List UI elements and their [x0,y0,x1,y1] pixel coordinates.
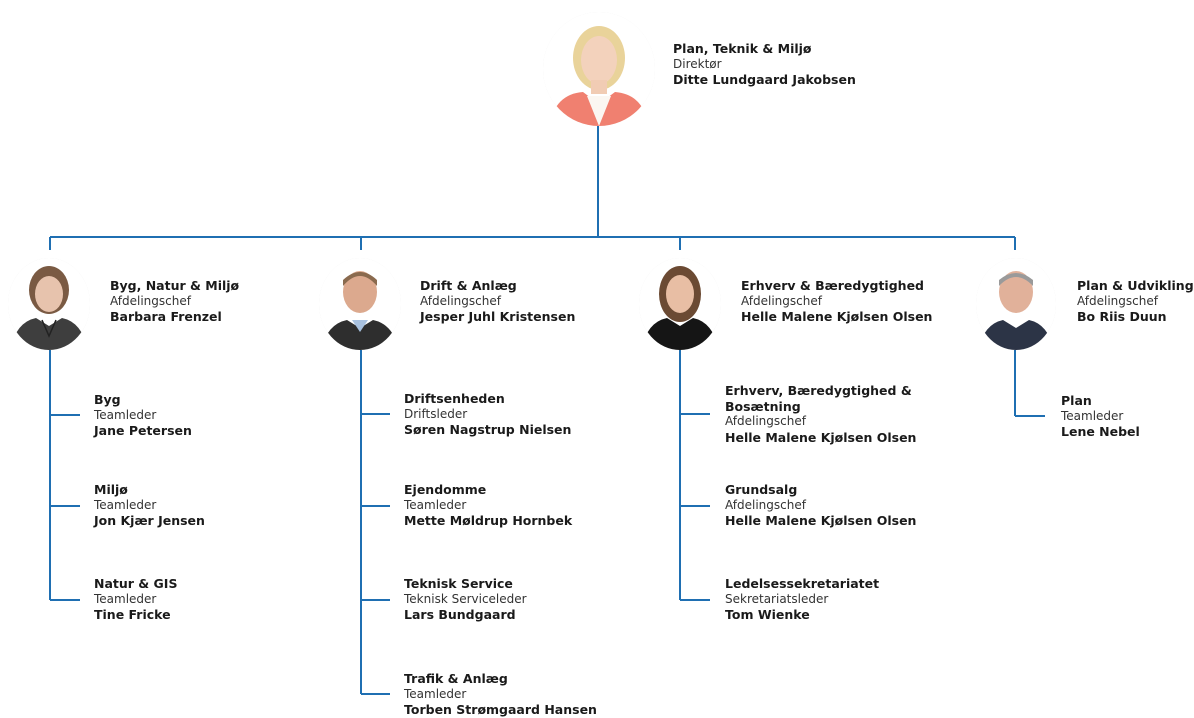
team-unit: Plan [1061,393,1092,408]
dept-1-name: Barbara Frenzel [110,309,222,324]
team-role: Sekretariatsleder [725,591,829,606]
team-person: Helle Malene Kjølsen Olsen [725,513,917,528]
team-role: Teamleder [1061,408,1124,423]
team-unit: Trafik & Anlæg [404,671,508,686]
dept-2-name: Jesper Juhl Kristensen [420,309,576,324]
team-card-erhverv-baeredygtighed-bosaetning: Erhverv, Bæredygtighed & Bosætning Afdel… [725,383,916,445]
team-person: Helle Malene Kjølsen Olsen [725,429,917,445]
team-role: Afdelingschef [725,497,806,512]
dept-1-photo [8,258,90,350]
team-unit-line-2: Bosætning [725,398,801,414]
team-unit: Grundsalg [725,482,798,497]
team-person: Torben Strømgaard Hansen [404,702,597,717]
portrait-photo-icon [543,12,655,126]
team-role: Teamleder [94,497,157,512]
team-person: Mette Møldrup Hornbek [404,513,573,528]
dept-4-name: Bo Riis Duun [1077,309,1167,324]
team-role: Teamleder [94,591,157,606]
director-role: Direktør [673,56,722,71]
director-card: Plan, Teknik & Miljø Direktør Ditte Lund… [673,41,856,88]
team-unit: Teknisk Service [404,576,513,591]
dept-2-photo [319,258,401,350]
team-unit: Ledelsessekretariatet [725,576,880,591]
team-unit-line-1: Erhverv, Bæredygtighed & [725,383,912,398]
team-person: Tine Fricke [94,607,171,622]
dept-2-unit: Drift & Anlæg [420,278,517,293]
director-unit: Plan, Teknik & Miljø [673,41,812,56]
team-card-plan: Plan Teamleder Lene Nebel [1061,393,1140,440]
dept-1-role: Afdelingschef [110,293,191,308]
team-card-driftsenheden: Driftsenheden Driftsleder Søren Nagstrup… [404,391,571,438]
team-person: Jane Petersen [94,423,192,438]
team-card-ejendomme: Ejendomme Teamleder Mette Møldrup Hornbe… [404,482,572,529]
director-name: Ditte Lundgaard Jakobsen [673,72,856,87]
team-unit: Natur & GIS [94,576,178,591]
dept-3-card: Erhverv & Bæredygtighed Afdelingschef He… [741,278,932,325]
team-card-grundsalg: Grundsalg Afdelingschef Helle Malene Kjø… [725,482,916,529]
dept-3-role: Afdelingschef [741,293,822,308]
portrait-photo-icon [319,258,401,350]
team-person: Søren Nagstrup Nielsen [404,422,572,437]
team-card-teknisk-service: Teknisk Service Teknisk Serviceleder Lar… [404,576,527,623]
dept-1-card: Byg, Natur & Miljø Afdelingschef Barbara… [110,278,239,325]
dept-3-name: Helle Malene Kjølsen Olsen [741,309,933,324]
team-unit: Ejendomme [404,482,487,497]
team-person: Tom Wienke [725,607,810,622]
dept-1-unit: Byg, Natur & Miljø [110,278,240,293]
dept-4-card: Plan & Udvikling Afdelingschef Bo Riis D… [1077,278,1194,325]
team-role: Teknisk Serviceleder [404,591,527,606]
team-role: Teamleder [404,686,467,701]
team-person: Lene Nebel [1061,424,1140,439]
team-role: Teamleder [94,407,157,422]
team-card-miljo: Miljø Teamleder Jon Kjær Jensen [94,482,205,529]
team-unit: Driftsenheden [404,391,505,406]
team-unit: Byg [94,392,121,407]
team-unit: Miljø [94,482,128,497]
team-person: Jon Kjær Jensen [94,513,205,528]
team-role: Afdelingschef [725,414,806,428]
dept-2-card: Drift & Anlæg Afdelingschef Jesper Juhl … [420,278,575,325]
dept-4-unit: Plan & Udvikling [1077,278,1194,293]
team-card-ledelsessekretariatet: Ledelsessekretariatet Sekretariatsleder … [725,576,879,623]
team-card-byg: Byg Teamleder Jane Petersen [94,392,192,439]
team-card-trafik-anlaeg: Trafik & Anlæg Teamleder Torben Strømgaa… [404,671,597,718]
team-role: Teamleder [404,497,467,512]
dept-4-role: Afdelingschef [1077,293,1158,308]
team-card-natur-gis: Natur & GIS Teamleder Tine Fricke [94,576,177,623]
dept-3-unit: Erhverv & Bæredygtighed [741,278,924,293]
portrait-photo-icon [976,258,1056,350]
director-photo [543,12,655,126]
dept-2-role: Afdelingschef [420,293,501,308]
dept-4-photo [976,258,1056,350]
team-role: Driftsleder [404,406,468,421]
team-person: Lars Bundgaard [404,607,516,622]
portrait-photo-icon [8,258,90,350]
portrait-photo-icon [639,258,721,350]
dept-3-photo [639,258,721,350]
